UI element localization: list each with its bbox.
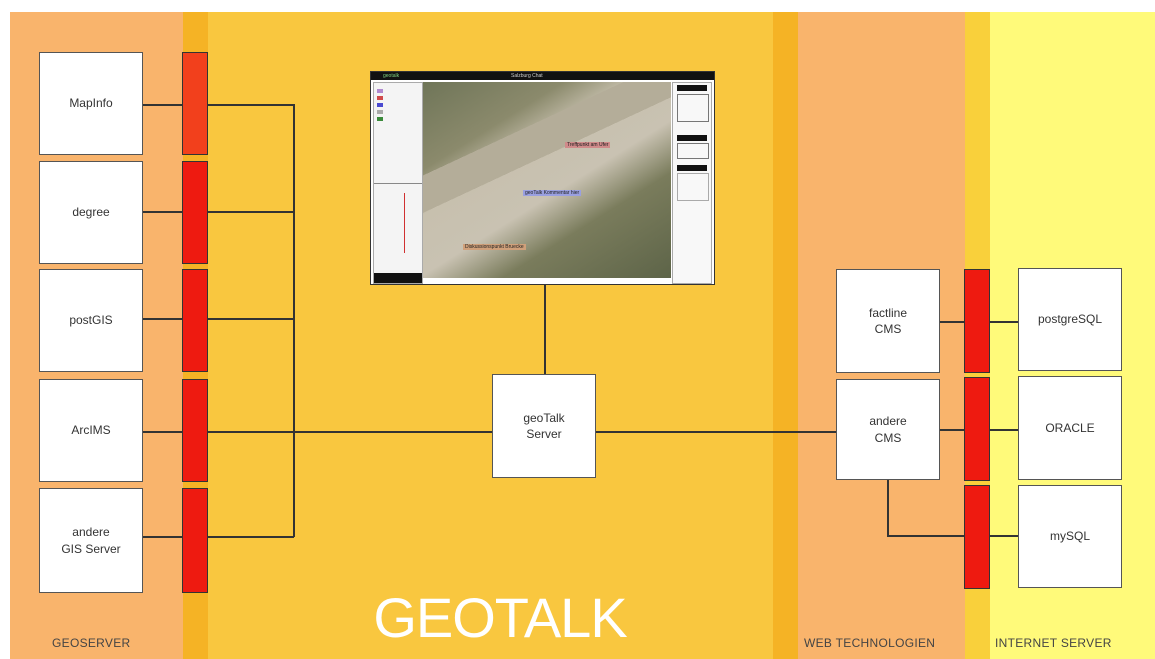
geotalk-server-box: geoTalk Server — [492, 374, 596, 478]
aerial-map-image: Treffpunkt am Ufer geoTalk Kommentar hie… — [423, 82, 671, 278]
connector-mapinfo — [182, 52, 208, 155]
connector-degree — [182, 161, 208, 264]
map-label-1: Treffpunkt am Ufer — [565, 142, 611, 148]
connector-mysql — [964, 485, 990, 589]
app-label: geotalk — [383, 73, 400, 79]
line-server-to-cms — [595, 431, 837, 433]
arcims-box: ArcIMS — [39, 379, 143, 482]
line-degree — [143, 211, 294, 213]
line-geoserver-bus — [293, 104, 295, 537]
geotalk-app-screenshot: geotalk Salzburg Chat Treffpunkt am Ufer… — [370, 71, 715, 285]
andere-gis-server-box: andere GIS Server — [39, 488, 143, 593]
mysql-box: mySQL — [1018, 485, 1122, 588]
geotalk-title: GEOTALK — [373, 586, 627, 649]
line-postgis — [143, 318, 294, 320]
app-left-panel — [373, 82, 423, 284]
geotalk-divider — [773, 12, 798, 659]
mapinfo-box: MapInfo — [39, 52, 143, 155]
connector-postgresql — [964, 269, 990, 373]
line-screen-to-server — [544, 285, 546, 375]
app-right-panel — [672, 82, 712, 284]
line-mapinfo — [143, 104, 294, 106]
map-label-2: geoTalk Kommentar hier — [523, 190, 582, 196]
connector-arcims — [182, 379, 208, 482]
line-cms-down — [887, 479, 889, 535]
internet-server-label: INTERNET SERVER — [995, 636, 1112, 650]
map-label-3: Diskussionspunkt Bruecke — [463, 244, 526, 250]
app-topbar: geotalk Salzburg Chat — [371, 72, 714, 80]
line-andere-gis — [143, 536, 294, 538]
andere-cms-box: andere CMS — [836, 379, 940, 480]
web-technologien-label: WEB TECHNOLOGIEN — [804, 636, 936, 650]
oracle-box: ORACLE — [1018, 376, 1122, 480]
connector-andere-gis — [182, 488, 208, 593]
degree-box: degree — [39, 161, 143, 264]
geoserver-label: GEOSERVER — [52, 636, 131, 650]
connector-oracle — [964, 377, 990, 481]
line-cms-mysql — [887, 535, 1020, 537]
postgis-box: postGIS — [39, 269, 143, 372]
line-arcims — [143, 431, 493, 433]
postgresql-box: postgreSQL — [1018, 268, 1122, 371]
connector-postgis — [182, 269, 208, 372]
app-top-title: Salzburg Chat — [511, 73, 543, 79]
factline-cms-box: factline CMS — [836, 269, 940, 373]
